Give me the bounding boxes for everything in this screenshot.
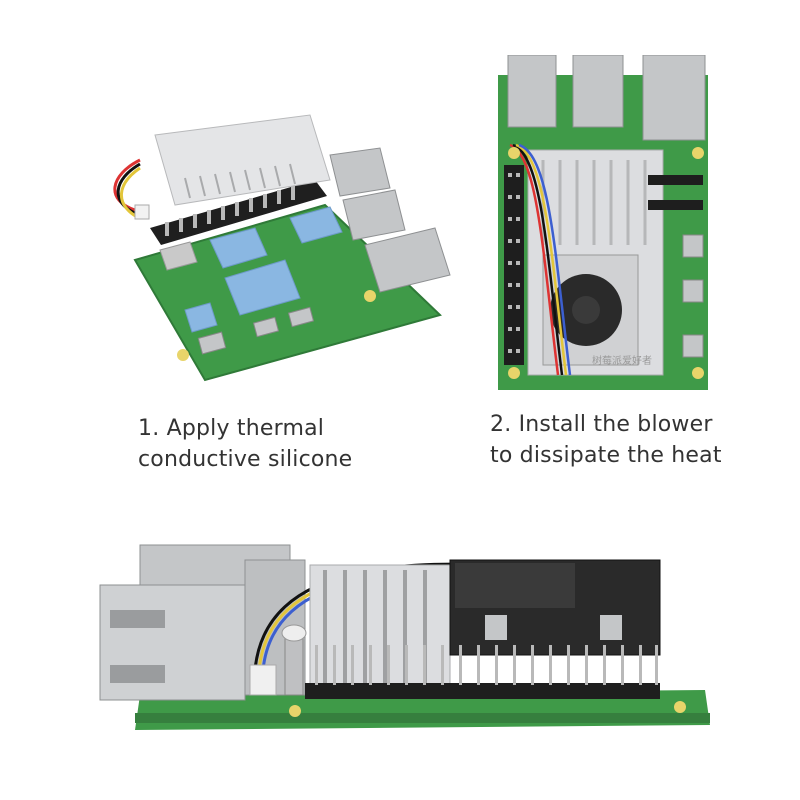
photo-blower-installed [498, 55, 708, 390]
step2-line2: to dissipate the heat [490, 443, 722, 468]
step2-line1: 2. Install the blower [490, 412, 713, 437]
thermal-pad [184, 302, 218, 333]
step1-caption: 1. Apply thermal conductive silicone [138, 413, 352, 475]
step1-line1: 1. Apply thermal [138, 416, 325, 441]
ethernet-port [642, 55, 706, 141]
thermal-pad [209, 227, 268, 269]
usb-port [329, 147, 391, 197]
photo-thermal-pads [113, 114, 451, 382]
usb-port [507, 55, 557, 128]
heatsink-lifted [154, 114, 331, 206]
gpio-header [504, 165, 524, 365]
ethernet-port [364, 227, 451, 293]
thermal-pad [289, 206, 343, 244]
step2-caption: 2. Install the blower to dissipate the h… [490, 409, 722, 471]
step1-line2: conductive silicone [138, 447, 353, 472]
watermark-text: 树莓派爱好者 [592, 356, 652, 367]
photo-side-view [99, 544, 710, 730]
usb-port [342, 189, 406, 241]
thermal-pad [224, 259, 301, 316]
usb-port [572, 55, 624, 128]
gpio-header [305, 683, 660, 699]
heatsink [309, 564, 451, 696]
